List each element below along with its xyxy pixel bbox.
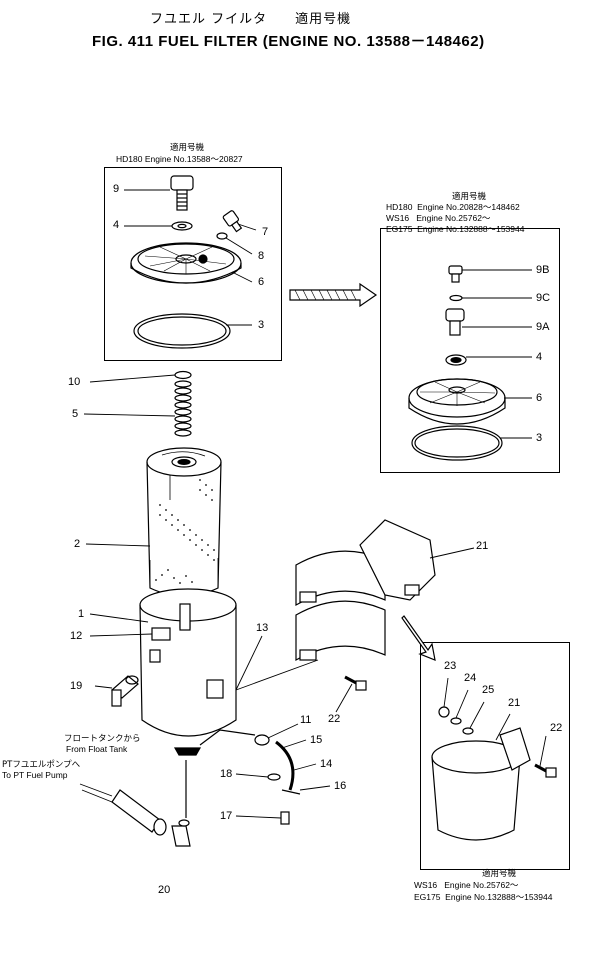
bolt-9-shape <box>170 175 194 211</box>
box-top-left-engine: HD180 Engine No.13588～20827 <box>116 154 243 164</box>
callout-17: 17 <box>220 810 233 822</box>
bolt-9b-shape <box>448 265 463 283</box>
callout-box-23: 23 <box>444 660 457 672</box>
callout-5: 5 <box>72 408 79 420</box>
callout-box-25: 25 <box>482 684 495 696</box>
leader-lines <box>83 189 547 819</box>
box-bottom-right-engine-2: EG175 Engine No.132888～153944 <box>414 892 553 902</box>
fuel-hose-shape <box>79 783 167 836</box>
bolt-22-shape <box>344 675 367 691</box>
callout-box-21: 21 <box>508 697 521 709</box>
spring-5-shape <box>174 380 192 437</box>
bracket-21-shape <box>295 519 436 662</box>
bolt-b22-shape <box>534 763 557 778</box>
callout-20: 20 <box>158 884 171 896</box>
box-bottom-right-engine-1: WS16 Engine No.25762～ <box>414 880 519 890</box>
callout-16: 16 <box>334 780 347 792</box>
ring-r3-shape <box>411 425 503 461</box>
callout-right-4: 4 <box>536 351 543 363</box>
callout-box-22: 22 <box>550 722 563 734</box>
nut-23-shape <box>438 706 450 718</box>
box-top-right-engine-3: EG175 Engine No.132888～153944 <box>386 224 525 234</box>
box-top-right-engine-2: WS16 Engine No.25762～ <box>386 213 491 223</box>
callout-11: 11 <box>300 714 312 726</box>
cover-6-shape <box>130 242 242 284</box>
elbow-20-shape <box>171 760 191 847</box>
note-float-tank-en: From Float Tank <box>66 744 128 754</box>
ring-3-shape <box>133 313 231 349</box>
washer-25-shape <box>462 727 474 735</box>
washer-24-shape <box>450 717 462 725</box>
callout-15: 15 <box>310 734 323 746</box>
clamp-b21-shape <box>431 727 531 841</box>
washer-9c-shape <box>449 294 463 302</box>
arrow-to-bottom-inset <box>401 615 436 661</box>
callout-6: 6 <box>258 276 265 288</box>
callout-7: 7 <box>262 226 269 238</box>
drain-fittings-shape <box>199 729 301 825</box>
callout-9a: 9A <box>536 321 550 333</box>
callout-right-3: 3 <box>536 432 543 444</box>
arrow-to-right-inset <box>289 282 378 308</box>
callout-18: 18 <box>220 768 233 780</box>
box-top-right-heading: 適用号機 <box>452 192 487 202</box>
callout-10: 10 <box>68 376 81 388</box>
callout-1: 1 <box>78 608 85 620</box>
callout-right-6: 6 <box>536 392 543 404</box>
callout-9: 9 <box>113 183 120 195</box>
bolt-9a-shape <box>445 308 465 336</box>
filter-element-2-shape <box>146 447 222 597</box>
inset-box-top-left <box>104 167 282 361</box>
callout-22: 22 <box>328 713 341 725</box>
ring-10-shape <box>174 370 192 380</box>
callout-9c: 9C <box>536 292 551 304</box>
filter-case-1-shape <box>139 588 237 756</box>
note-pump-en: To PT Fuel Pump <box>2 770 68 780</box>
callout-19: 19 <box>70 680 83 692</box>
washer-r4-shape <box>445 354 467 366</box>
callout-box-24: 24 <box>464 672 477 684</box>
callout-8: 8 <box>258 250 265 262</box>
note-pump-jp: PTフユエルポンプへ <box>2 760 81 770</box>
washer-4-shape <box>171 221 193 231</box>
figure-title: FIG. 411 FUEL FILTER (ENGINE NO. 13588－1… <box>92 33 485 50</box>
callout-12: 12 <box>70 630 83 642</box>
inset-box-bottom-right <box>420 642 570 870</box>
callout-14: 14 <box>320 758 333 770</box>
note-float-tank-jp: フロートタンクから <box>64 734 141 744</box>
callout-2: 2 <box>74 538 81 550</box>
callout-21: 21 <box>476 540 489 552</box>
elbow-19-shape <box>111 675 139 707</box>
callout-3: 3 <box>258 319 265 331</box>
callout-9b: 9B <box>536 264 550 276</box>
box-top-right-engine-1: HD180 Engine No.20828～148462 <box>386 202 520 212</box>
callout-13: 13 <box>256 622 269 634</box>
callout-4: 4 <box>113 219 120 231</box>
inset-box-top-right <box>380 228 560 473</box>
box-bottom-right-heading: 適用号機 <box>482 869 517 879</box>
cover-r6-shape <box>408 378 506 425</box>
title-japanese: フユエル フイルタ 適用号機 <box>150 12 352 27</box>
box-top-left-heading: 適用号機 <box>170 143 205 153</box>
